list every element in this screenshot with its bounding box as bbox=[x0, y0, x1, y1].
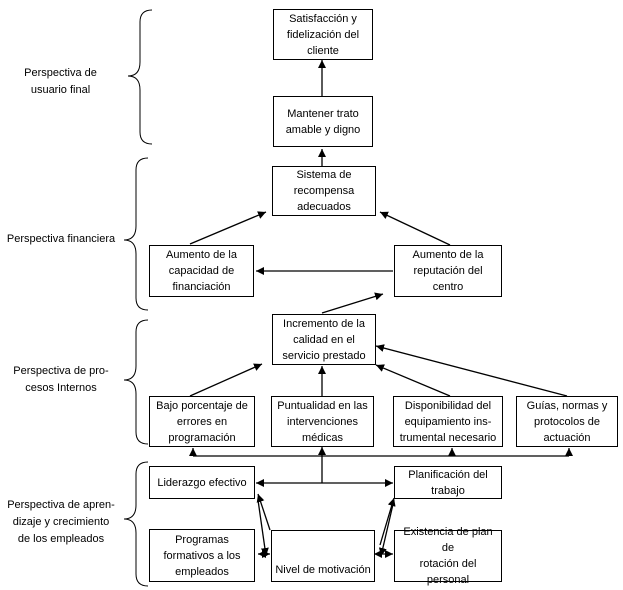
box-trato: Mantener trato amable y digno bbox=[273, 96, 373, 147]
box-programas: Programas formativos a los empleados bbox=[149, 529, 255, 582]
box-errores: Bajo porcentaje de errores en programaci… bbox=[149, 396, 255, 447]
arrow-guias-calidad bbox=[375, 344, 568, 397]
box-liderazgo: Liderazgo efectivo bbox=[149, 466, 255, 499]
arrow-motivacion-liderazgo bbox=[256, 493, 271, 531]
perspective-label-procesos: Perspectiva de pro- cesos Internos bbox=[13, 365, 109, 394]
arrow-financiacion-recompensa bbox=[189, 211, 267, 245]
box-satisfaccion: Satisfacción y fidelización del cliente bbox=[273, 9, 373, 60]
arrow-disponibilidad-calidad bbox=[375, 364, 451, 397]
arrow-reputacion-recompensa bbox=[379, 211, 451, 246]
box-recompensa: Sistema de recompensa adecuados bbox=[272, 166, 376, 216]
box-motivacion: Nivel de motivación bbox=[271, 530, 375, 582]
arrow-errores-calidad bbox=[189, 363, 263, 397]
box-guias: Guías, normas y protocolos de actuación bbox=[516, 396, 618, 447]
box-puntualidad: Puntualidad en las intervenciones médica… bbox=[271, 396, 374, 447]
arrow-liderazgo-programas bbox=[257, 499, 269, 557]
box-calidad: Incremento de la calidad en el servicio … bbox=[272, 314, 376, 365]
perspective-label-usuario: Perspectiva de usuario final bbox=[24, 67, 97, 96]
box-reputacion: Aumento de la reputación del centro bbox=[394, 245, 502, 297]
arrow-motivacion-planificacion bbox=[379, 497, 396, 546]
brace-procesos bbox=[123, 319, 149, 445]
arrow-calidad-reputacion bbox=[321, 292, 384, 314]
box-planificacion: Planificación del trabajo bbox=[394, 466, 502, 499]
brace-financiera bbox=[123, 157, 149, 311]
box-disponibilidad: Disponibilidad del equipamiento ins- tru… bbox=[393, 396, 503, 447]
box-financiacion: Aumento de la capacidad de financiación bbox=[149, 245, 254, 297]
perspective-label-financiera: Perspectiva financiera bbox=[6, 233, 116, 245]
arrow-planificacion-rotacion bbox=[378, 499, 395, 557]
brace-usuario bbox=[127, 9, 153, 145]
box-rotacion: Existencia de plan de rotación del perso… bbox=[394, 526, 502, 586]
perspective-label-aprendizaje: Perspectiva de apren- dizaje y crecimien… bbox=[7, 499, 115, 545]
brace-aprendizaje bbox=[123, 461, 149, 587]
